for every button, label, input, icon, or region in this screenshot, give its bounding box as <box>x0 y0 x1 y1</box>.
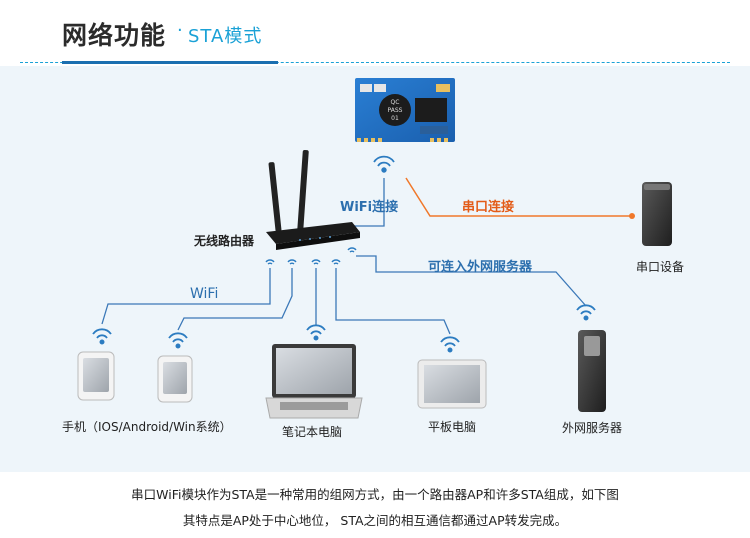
laptop-label: 笔记本电脑 <box>282 425 343 439</box>
router-port-wifi-icons <box>265 247 357 265</box>
wifi-label: WiFi <box>190 286 219 302</box>
footer-text-line-2: 其特点是AP处于中心地位， STA之间的相互通信都通过AP转发完成。 <box>182 513 568 528</box>
module-wifi-signal-icon <box>373 155 395 173</box>
wifi-connection-line <box>352 178 385 227</box>
connection-lines <box>101 178 587 335</box>
phone-label: 手机（IOS/Android/Win系统） <box>62 420 232 434</box>
phone-line-2 <box>177 268 293 331</box>
serial-device-label: 串口设备 <box>636 260 685 274</box>
phone-wifi-icon-1 <box>92 328 112 345</box>
sta-network-diagram: QC PASS 01 <box>0 66 750 472</box>
server-device <box>578 330 606 412</box>
header: 网络功能 · STA模式 <box>0 0 750 66</box>
tablet-wifi-icon <box>440 336 460 353</box>
external-server-link-label: 可连入外网服务器 <box>428 260 533 275</box>
diagram-canvas: QC PASS 01 <box>77 78 672 419</box>
tablet-label: 平板电脑 <box>428 420 477 434</box>
server-line <box>356 255 587 307</box>
wifi-connection-label: WiFi连接 <box>340 200 399 215</box>
phone-device-2 <box>157 355 193 403</box>
footer-description: 串口WiFi模块作为STA是一种常用的组网方式，由一个路由器AP和许多STA组成… <box>0 472 750 538</box>
header-divider <box>20 62 730 63</box>
phone-wifi-icon-2 <box>168 332 188 349</box>
page-subtitle: STA模式 <box>188 26 263 47</box>
serial-connection-line <box>405 177 632 217</box>
wifi-module: QC PASS 01 <box>355 78 455 142</box>
router-label: 无线路由器 <box>194 234 255 248</box>
module-chip-text-1: QC <box>391 99 400 106</box>
laptop-device <box>265 344 363 419</box>
serial-line-end-dot <box>629 213 635 219</box>
module-chip-text-3: 01 <box>391 115 399 122</box>
wireless-router <box>266 150 360 250</box>
serial-connection-label: 串口连接 <box>462 200 515 215</box>
phone-device-1 <box>77 351 115 401</box>
title-separator: · <box>177 20 183 41</box>
server-label: 外网服务器 <box>562 421 623 435</box>
footer-text-line-1: 串口WiFi模块作为STA是一种常用的组网方式，由一个路由器AP和许多STA组成… <box>131 487 619 502</box>
module-chip-text-2: PASS <box>388 107 403 114</box>
header-underline <box>62 61 278 64</box>
tablet-line <box>335 268 451 335</box>
serial-device <box>642 182 672 246</box>
phone-line-1 <box>101 268 271 325</box>
page-title: 网络功能 <box>62 21 167 50</box>
laptop-wifi-icon <box>306 324 326 341</box>
server-wifi-icon <box>576 304 596 321</box>
tablet-device <box>417 359 487 409</box>
